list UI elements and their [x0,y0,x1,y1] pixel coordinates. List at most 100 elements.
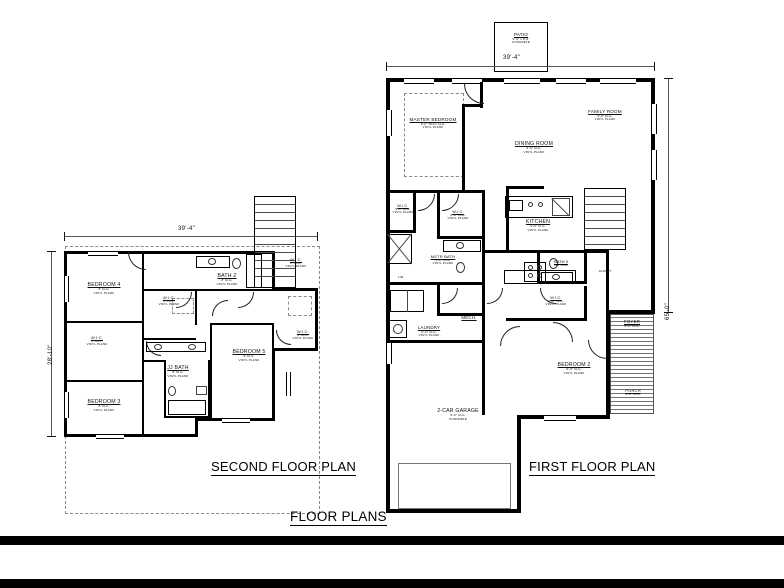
closet-name: LIN. [398,275,404,279]
closet-label-closet: CLOSET [588,269,622,273]
room-name: FAMILY ROOM [588,109,622,114]
second-interior-wall-g [144,338,196,340]
second-exterior-wall-left [64,251,67,437]
stair-tread [585,236,625,237]
room-note-1: 9'-0" CLG. [435,258,451,263]
closet-note-1: 8' CLG. [297,333,309,338]
sheet-border-bottom-2 [0,579,784,588]
shelf-guide [288,296,312,316]
room-note-2: VINYL PLANK [422,125,444,130]
room-note-2: VINYL PLANK [238,357,260,362]
dim-tick [47,436,56,437]
room-note-2: VINYL PLANK [93,407,115,412]
room-label-jj-bath: JJ BATH 8' CLG. VINYL PLANK [156,365,200,378]
room-note-2: VINYL PLANK [216,281,238,286]
room-label-bedroom-5: BEDROOM 5 8' CLG. VINYL PLANK [218,349,280,362]
closet-name: W.I.C. [452,210,464,214]
room-note-2: VINYL PLANK [563,370,585,375]
dim-tick [64,232,65,241]
stair-tread [255,276,295,277]
room-note-1: 8' CLG. [221,278,233,283]
first-interior-wall-l [437,285,440,315]
room-name: LAUNDRY [417,325,441,330]
first-wall-garage-right [517,415,521,513]
window-mark [64,276,69,302]
second-wall-right-upper [272,251,275,289]
closet-name: W.I.C. [162,295,176,300]
room-note-2: CONCRETE [448,416,468,421]
room-note-1: 9'-6" x 8'-8" [512,36,530,41]
toilet-icon [168,386,176,396]
room-label-laundry: LAUNDRY 9'-0" CLG. VINYL PLANK [406,325,452,337]
door-swing [588,340,607,359]
door-swing [442,194,459,211]
toilet-icon [456,262,465,273]
closet-name: W.I.C. [550,296,562,300]
window-mark [386,110,392,136]
bathtub-icon [168,400,206,415]
window-mark [222,418,250,423]
first-exterior-wall-left [386,78,390,513]
kitchen-island [504,270,576,284]
second-interior-wall-e [142,289,272,291]
second-wall-right-bottom [272,348,318,351]
vanity-counter [196,256,230,268]
door-swing [553,322,573,342]
window-mark [96,434,124,439]
porch-paving-hatch [610,314,654,414]
stair-tread [255,236,295,237]
door-swing [442,288,458,304]
closet-name: W.I.C. [296,329,310,334]
stair-tread [255,260,295,261]
dim-tick [664,78,673,79]
shelf-guide [172,298,194,314]
second-wall-mid-right [272,288,318,291]
stair-tread [585,204,625,205]
room-label-kitchen: KITCHEN 9'-0" CLG. VINYL PLANK [511,219,565,232]
window-mark [286,372,291,396]
room-label-family-room: FAMILY ROOM 9'-0" CLG. VINYL PLANK [580,109,630,122]
burner-icon [538,202,543,207]
first-interior-wall-u [506,318,587,321]
first-interior-wall-h [437,236,485,239]
sink-basin-icon [208,258,216,265]
stair-tread [255,252,295,253]
stair-tread [585,212,625,213]
first-exterior-wall-right [651,78,655,313]
toilet-icon [549,258,558,269]
room-name: 2-CAR GARAGE [437,408,479,414]
room-name: BATH 3 [554,259,568,264]
room-label-dining-room: DINING ROOM 9'-0" CLG. VINYL PLANK [503,141,565,154]
first-interior-wall-n [482,285,485,315]
room-note-1: 9'-0" TRAY CLG. [420,121,446,126]
room-note-1: 9'-0" CLG. [625,392,641,397]
room-note-2: VINYL PLANK [432,261,454,266]
first-interior-wall-j [440,190,485,193]
second-height-dimension: 28'-10" [48,344,54,365]
room-note-1: 9'-0" CLG. [553,263,569,268]
first-interior-wall-g [437,192,440,238]
closet-name: W.I.C. [90,335,104,340]
stair-tread [585,196,625,197]
closet-note-1: 9'-0" CLG. [548,298,564,303]
second-wall-far-right [315,288,318,350]
first-height-dimension: 65'-0" [665,302,671,320]
master-bedroom-tray-guide [404,93,464,177]
stair-tread [585,244,625,245]
room-note-2: VINYL PLANK [93,290,115,295]
closet-note-2: VINYL PLANK [292,336,314,341]
stair-tread [255,220,295,221]
closet-note-2: VINYL PLANK [545,302,567,307]
room-name: BATH 2 [217,273,237,279]
room-note-1: 9'-0" CLG. [566,367,582,372]
room-label-mech: MECH. [452,315,486,321]
kitchen-sink-icon [509,200,523,211]
room-note-2: VINYL PLANK [594,117,616,122]
door-swing [487,288,503,304]
first-interior-wall-z [506,186,544,189]
first-interior-wall-w [606,250,609,312]
room-label-patio: PATIO 9'-6" x 8'-8" CONCRETE [500,32,542,44]
first-interior-wall-m [437,313,485,316]
closet-name: W.I.C. [397,204,409,208]
door-swing [418,194,435,211]
